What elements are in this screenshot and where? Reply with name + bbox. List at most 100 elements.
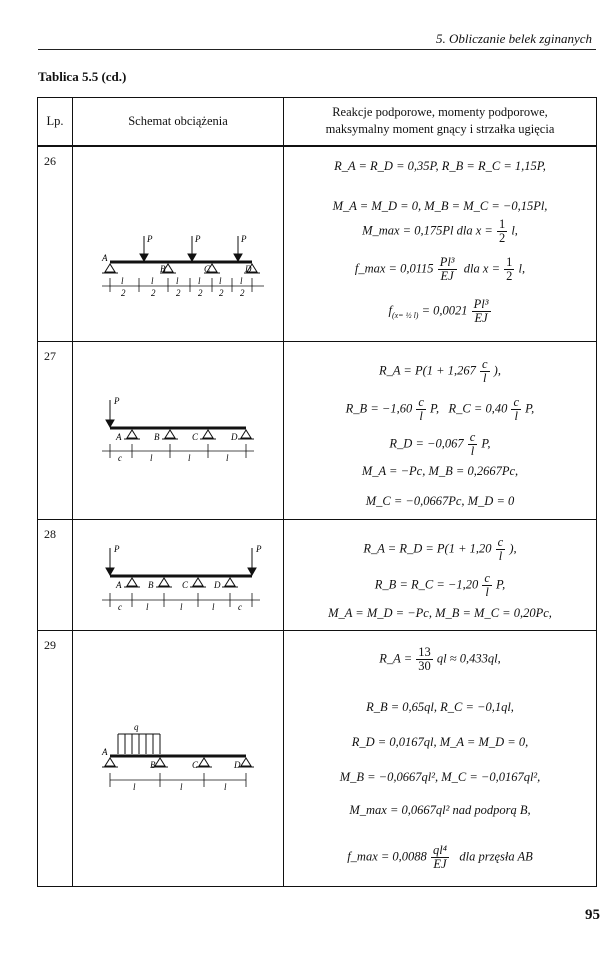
- svg-text:2: 2: [198, 288, 203, 298]
- frac-num: Pl³: [471, 297, 491, 312]
- row-divider: [38, 630, 596, 631]
- eq-text: R_A = P(1 + 1,267: [379, 363, 476, 378]
- eq-text: R_B = R_C = −1,20: [374, 577, 479, 592]
- svg-text:2: 2: [121, 288, 126, 298]
- svg-text:A: A: [101, 253, 108, 263]
- frac-den: l: [419, 409, 423, 423]
- svg-text:D: D: [233, 760, 241, 770]
- eq-text: f: [388, 303, 392, 318]
- eq-text: ),: [509, 541, 517, 556]
- eq-text: ),: [493, 363, 501, 378]
- eq-subscript: (x= ½ l): [391, 310, 419, 320]
- eq-text: R_A = R_D = P(1 + 1,20: [363, 541, 492, 556]
- eq-text: R_B = −1,60: [345, 401, 413, 416]
- header-rule: [38, 49, 596, 50]
- row-number: 29: [44, 638, 56, 652]
- svg-text:D: D: [213, 580, 221, 590]
- equation-29-4: M_B = −0,0667ql², M_C = −0,0167ql²,: [339, 770, 541, 784]
- column-divider: [72, 98, 73, 886]
- frac-den: 30: [418, 659, 431, 673]
- svg-text:C: C: [192, 760, 199, 770]
- svg-text:A: A: [115, 432, 122, 442]
- frac-num: Pl³: [437, 255, 457, 270]
- eq-text: M_max = 0,175Pl dla x =: [362, 223, 493, 238]
- svg-text:c: c: [238, 602, 242, 612]
- svg-text:P: P: [113, 544, 120, 554]
- svg-text:B: B: [160, 264, 166, 274]
- eq-text: = 0,0021: [421, 303, 468, 318]
- header-results: Reakcje podporowe, momenty podporowe, ma…: [284, 104, 596, 138]
- equation-26-2: M_A = M_D = 0, M_B = M_C = −0,15Pl,: [332, 199, 548, 213]
- equation-28-3: M_A = M_D = −Pc, M_B = M_C = 0,20Pc,: [328, 606, 552, 620]
- svg-text:B: B: [154, 432, 160, 442]
- frac-den: EJ: [474, 311, 488, 325]
- svg-text:C: C: [192, 432, 199, 442]
- svg-text:D: D: [244, 264, 252, 274]
- svg-text:l: l: [219, 276, 222, 286]
- frac-den: 2: [498, 231, 506, 245]
- frac-den: l: [498, 549, 503, 563]
- svg-text:A: A: [115, 580, 122, 590]
- svg-text:l: l: [121, 276, 124, 286]
- svg-text:C: C: [182, 580, 189, 590]
- header-results-line2: maksymalny moment gnący i strzałka ugięc…: [325, 122, 555, 136]
- equation-27-4: M_A = −Pc, M_B = 0,2667Pc,: [361, 464, 519, 478]
- svg-text:l: l: [180, 782, 183, 792]
- svg-text:2: 2: [240, 288, 245, 298]
- eq-text: f_max = 0,0088: [347, 849, 427, 864]
- frac-num: c: [482, 571, 492, 586]
- svg-text:l: l: [212, 602, 215, 612]
- eq-text: l,: [511, 223, 518, 238]
- svg-text:l: l: [180, 602, 183, 612]
- row-divider: [38, 341, 596, 342]
- frac-den: EJ: [440, 269, 454, 283]
- frac-num: c: [495, 535, 506, 550]
- svg-text:P: P: [113, 396, 120, 406]
- frac-den: l: [514, 409, 518, 423]
- svg-text:2: 2: [151, 288, 156, 298]
- svg-text:P: P: [255, 544, 262, 554]
- header-divider: [38, 145, 596, 147]
- eq-text: dla x =: [463, 261, 501, 276]
- svg-text:l: l: [133, 782, 136, 792]
- eq-text: P,: [481, 436, 491, 451]
- svg-text:B: B: [150, 760, 156, 770]
- frac-num: c: [511, 395, 522, 410]
- frac-num: 1: [504, 255, 515, 270]
- svg-text:l: l: [146, 602, 149, 612]
- svg-text:l: l: [188, 453, 191, 463]
- running-head: 5. Obliczanie belek zginanych: [436, 31, 592, 46]
- svg-text:l: l: [224, 782, 227, 792]
- svg-text:l: l: [226, 453, 229, 463]
- svg-text:B: B: [148, 580, 154, 590]
- frac-den: l: [483, 371, 487, 385]
- header-lp: Lp.: [46, 114, 64, 128]
- svg-text:l: l: [150, 453, 153, 463]
- eq-text: R_A =: [379, 651, 413, 666]
- row-divider: [38, 519, 596, 520]
- eq-text: f_max = 0,0115: [354, 261, 434, 276]
- equation-27-5: M_C = −0,0667Pc, M_D = 0: [365, 494, 515, 508]
- frac-den: 2: [506, 269, 513, 283]
- svg-text:P: P: [146, 234, 153, 244]
- equation-29-5: M_max = 0,0667ql² nad podporą B,: [349, 803, 531, 817]
- svg-text:c: c: [118, 453, 122, 463]
- svg-text:2: 2: [176, 288, 181, 298]
- row-number: 27: [44, 349, 56, 363]
- svg-text:D: D: [230, 432, 238, 442]
- svg-text:l: l: [176, 276, 179, 286]
- page-number: 95: [585, 907, 600, 923]
- svg-text:q: q: [134, 722, 139, 732]
- equation-26-1: R_A = R_D = 0,35P, R_B = R_C = 1,15P,: [334, 159, 546, 173]
- beam-diagram-27: P A B C D c l l l: [102, 396, 254, 463]
- svg-text:l: l: [240, 276, 243, 286]
- eq-text: ql ≈ 0,433ql,: [436, 651, 501, 666]
